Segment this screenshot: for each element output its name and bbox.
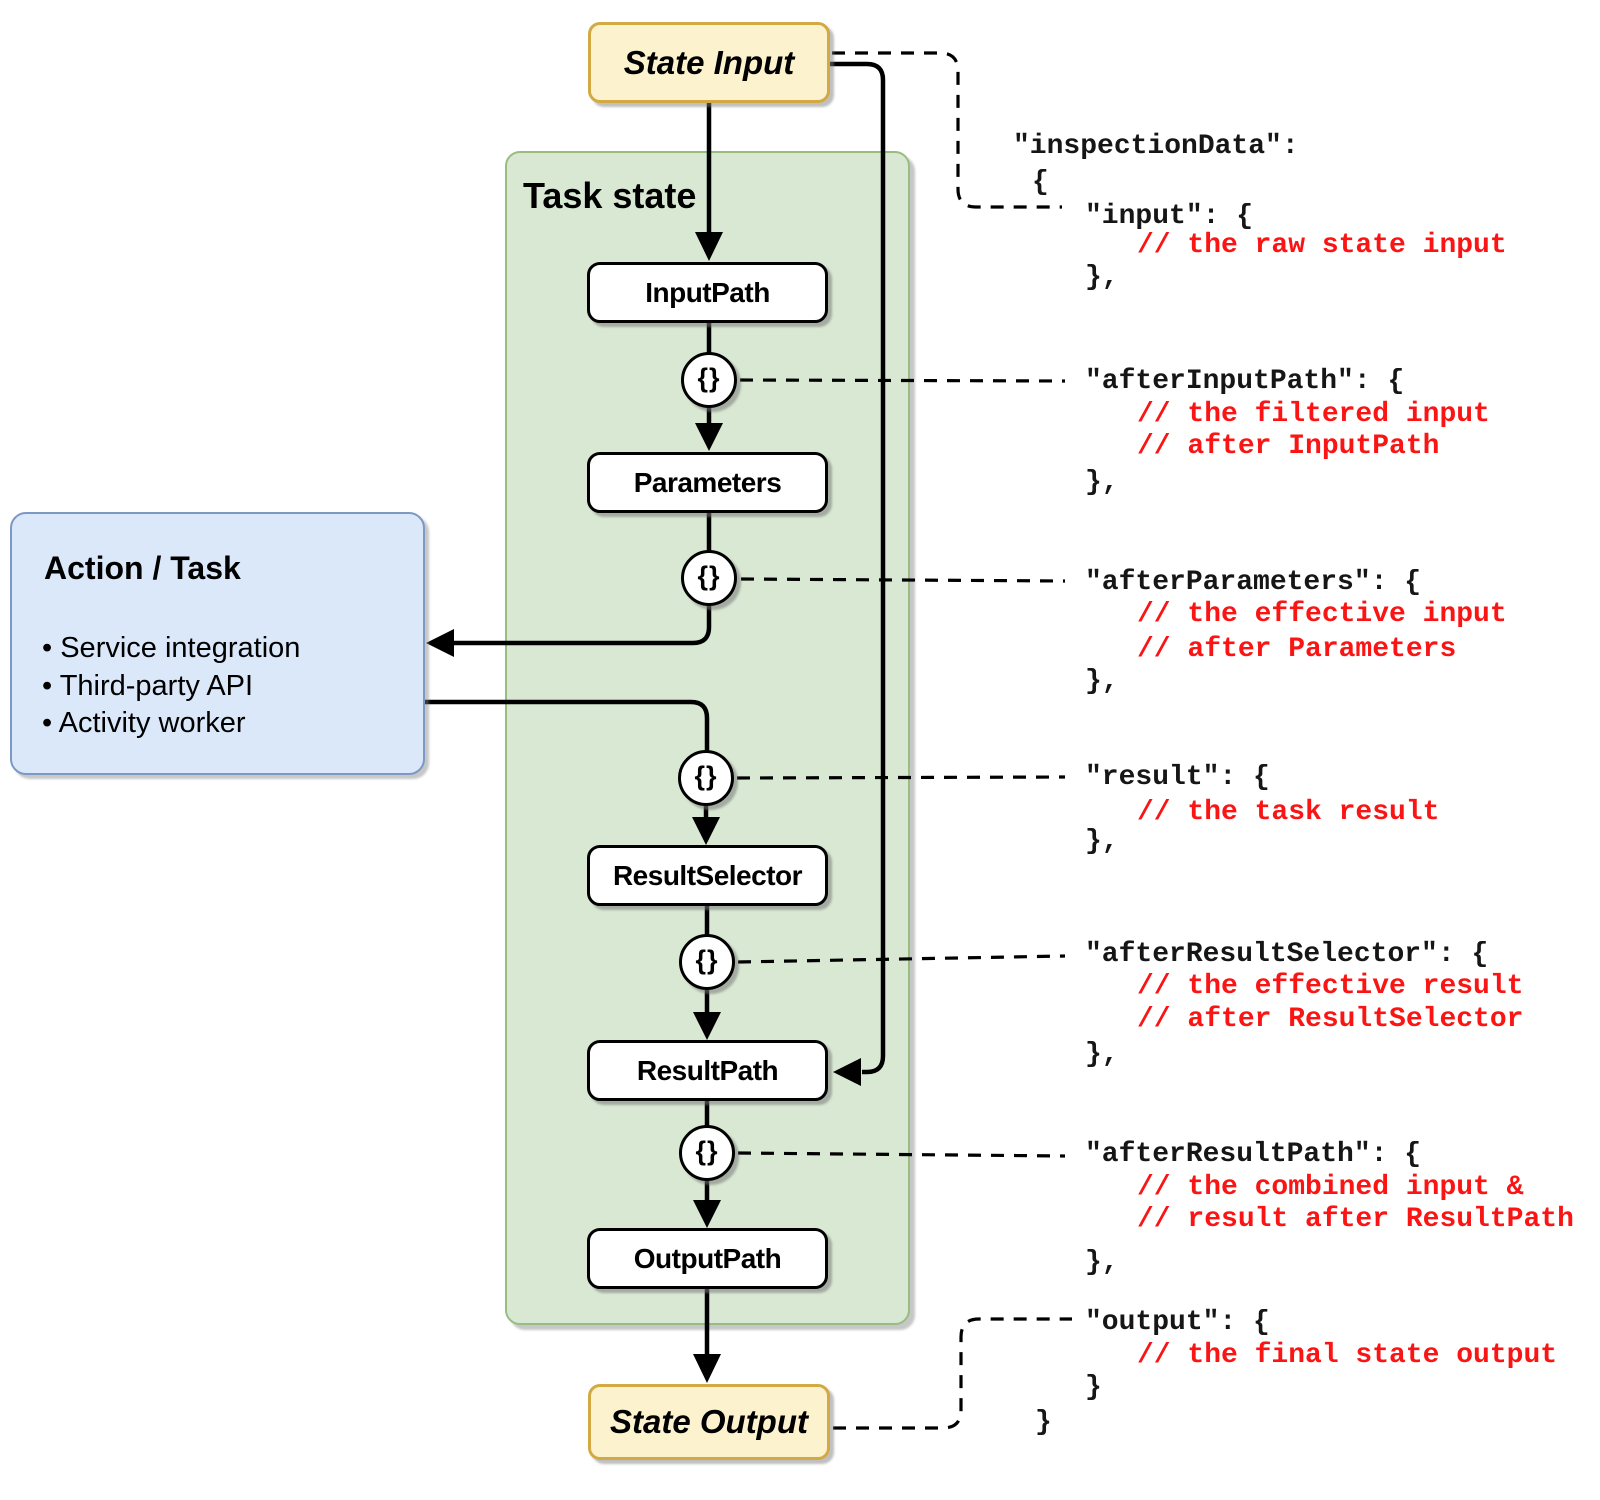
code-line: "afterParameters": { — [1085, 567, 1422, 598]
code-line: }, — [1085, 666, 1119, 697]
dashed-stateoutput-to-output — [833, 1317, 1072, 1430]
list-item: Third-party API — [42, 668, 300, 706]
code-line: "afterResultPath": { — [1085, 1139, 1422, 1170]
code-line: "inspectionData": — [1013, 131, 1299, 162]
code-line: }, — [1085, 826, 1119, 857]
code-line: { — [1032, 167, 1049, 198]
arrow-to-action-task — [452, 606, 712, 646]
stage-label: InputPath — [645, 276, 770, 308]
code-line: }, — [1085, 1247, 1119, 1278]
code-comment-line: // the final state output — [1137, 1340, 1558, 1371]
dashed-afterparameters — [740, 577, 1066, 583]
list-item: Service integration — [42, 630, 300, 668]
code-line: } — [1085, 1372, 1102, 1403]
stage-parameters: Parameters — [587, 452, 828, 513]
action-task-node: Action / Task Service integration Third-… — [10, 512, 425, 775]
stage-label: ResultSelector — [612, 859, 803, 891]
code-line: "output": { — [1085, 1307, 1270, 1338]
stage-label: ResultPath — [636, 1054, 779, 1086]
task-state-label: Task state — [523, 175, 697, 216]
state-output-node: State Output — [588, 1384, 830, 1460]
arrow-stateinput-resultpath — [830, 61, 886, 1075]
code-comment-line: // after InputPath — [1137, 431, 1440, 462]
stage-outputpath: OutputPath — [587, 1228, 828, 1289]
dashed-stateinput-to-input — [832, 51, 1062, 209]
code-line: "result": { — [1085, 762, 1270, 793]
state-input-node: State Input — [588, 22, 830, 103]
stage-resultpath: ResultPath — [587, 1040, 828, 1101]
json-doc-icon-afterinputpath: {} — [681, 352, 737, 408]
json-doc-icon-afterresultpath: {} — [679, 1125, 735, 1181]
action-task-list: Service integration Third-party API Acti… — [42, 630, 301, 743]
code-line: }, — [1085, 467, 1119, 498]
dashed-afterresultpath — [737, 1151, 1066, 1158]
code-comment-line: // the task result — [1137, 797, 1440, 828]
dashed-result — [736, 775, 1066, 780]
code-comment-line: // the combined input & — [1137, 1172, 1524, 1203]
state-input-label: State Input — [623, 43, 795, 81]
dashed-afterresultselector — [737, 954, 1066, 964]
code-line: "afterInputPath": { — [1085, 366, 1405, 397]
code-comment-line: // the effective input — [1137, 599, 1507, 630]
code-comment-line: // after Parameters — [1137, 634, 1457, 665]
code-comment-line: // after ResultSelector — [1137, 1004, 1524, 1035]
code-line: }, — [1085, 262, 1119, 293]
json-doc-icon-result: {} — [678, 750, 734, 806]
code-line: } — [1035, 1407, 1052, 1438]
code-comment-line: // the filtered input — [1137, 399, 1490, 430]
code-comment-line: // the raw state input — [1137, 230, 1507, 261]
stage-label: Parameters — [633, 466, 782, 498]
code-line: "afterResultSelector": { — [1085, 939, 1489, 970]
state-output-label: State Output — [610, 1403, 808, 1440]
stage-label: OutputPath — [633, 1242, 782, 1274]
line-from-action-task — [424, 699, 710, 751]
json-doc-icon-afterparameters: {} — [681, 550, 737, 606]
code-line: "input": { — [1085, 201, 1254, 232]
code-line: }, — [1085, 1039, 1119, 1070]
stage-resultselector: ResultSelector — [587, 845, 828, 906]
action-task-title: Action / Task — [44, 550, 241, 586]
code-comment-line: // the effective result — [1137, 971, 1524, 1002]
dashed-afterinputpath — [739, 378, 1066, 383]
json-doc-icon-afterresultselector: {} — [679, 934, 735, 990]
list-item: Activity worker — [42, 705, 300, 743]
code-comment-line: // result after ResultPath — [1137, 1204, 1574, 1235]
stage-inputpath: InputPath — [587, 262, 828, 323]
